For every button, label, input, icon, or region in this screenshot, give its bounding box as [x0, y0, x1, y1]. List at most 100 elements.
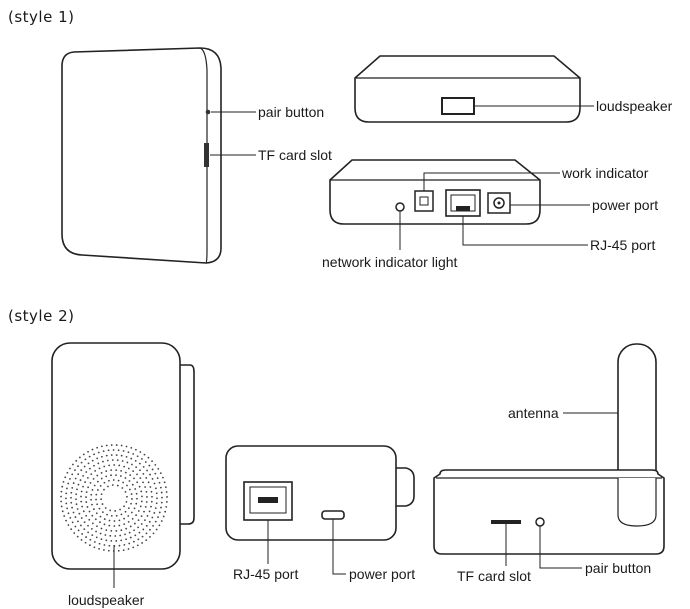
- speaker-grille-hole: [136, 473, 138, 476]
- speaker-grille-hole: [110, 444, 113, 446]
- speaker-grille-hole: [96, 480, 99, 483]
- speaker-grille-hole: [151, 460, 153, 463]
- speaker-grille-hole: [77, 473, 80, 476]
- s1-pair-button-dot: [205, 109, 211, 115]
- speaker-grille-hole: [130, 511, 133, 514]
- speaker-grille-hole: [80, 500, 83, 503]
- s1-network-indicator-light: [395, 202, 405, 212]
- speaker-grille-hole: [103, 518, 106, 520]
- speaker-grille-hole: [107, 449, 110, 452]
- speaker-grille-hole: [143, 453, 146, 456]
- speaker-grille-hole: [140, 500, 143, 503]
- speaker-grille-hole: [127, 520, 130, 523]
- speaker-grille-hole: [99, 521, 101, 524]
- speaker-grille-hole: [134, 534, 137, 537]
- speaker-grille-hole: [97, 451, 100, 454]
- speaker-grille-hole: [123, 523, 126, 525]
- speaker-grille-hole: [69, 517, 72, 519]
- speaker-grille-hole: [91, 514, 94, 517]
- speaker-grille-hole: [136, 481, 139, 484]
- speaker-grille-hole: [69, 467, 71, 470]
- s2-power-port-leader: [332, 519, 346, 575]
- speaker-grille-hole: [67, 524, 70, 526]
- speaker-grille-hole: [98, 542, 101, 545]
- speaker-grille-hole: [82, 453, 85, 456]
- speaker-grille-hole: [71, 521, 74, 524]
- speaker-grille-hole: [136, 544, 139, 547]
- speaker-grille-hole: [137, 519, 140, 521]
- speaker-grille-hole: [115, 469, 118, 471]
- speaker-grille-hole: [147, 456, 150, 459]
- speaker-grille-hole: [123, 543, 126, 546]
- s1-flat-box-front: [329, 159, 541, 225]
- speaker-grille-hole: [96, 474, 99, 477]
- speaker-grille-hole: [131, 463, 133, 466]
- speaker-grille-hole: [66, 471, 69, 474]
- speaker-grille-hole: [91, 503, 93, 506]
- speaker-grille-hole: [106, 459, 109, 462]
- speaker-grille-hole: [76, 535, 79, 538]
- speaker-grille-hole: [85, 496, 87, 498]
- speaker-grille-hole: [109, 534, 112, 537]
- s1-work-indicator-label: work indicator: [561, 165, 649, 181]
- s2-rj45-label: RJ-45 port: [233, 566, 298, 582]
- speaker-grille-hole: [140, 515, 143, 517]
- speaker-grille-hole: [67, 482, 70, 485]
- speaker-grille-hole: [118, 524, 121, 527]
- speaker-grille-hole: [144, 506, 147, 508]
- speaker-grille-hole: [96, 457, 99, 460]
- speaker-grille-hole: [156, 477, 159, 479]
- speaker-grille-hole: [89, 467, 91, 470]
- speaker-grille-hole: [142, 465, 145, 468]
- speaker-grille-hole: [119, 475, 122, 477]
- speaker-grille-hole: [93, 541, 96, 543]
- speaker-grille-hole: [165, 505, 168, 508]
- speaker-grille-hole: [80, 538, 83, 541]
- speaker-grille-hole: [134, 488, 137, 490]
- speaker-grille-hole: [159, 472, 162, 475]
- speaker-grille-hole: [120, 513, 123, 516]
- speaker-grille-hole: [140, 490, 143, 493]
- speaker-grille-hole: [111, 484, 114, 486]
- speaker-grille-hole: [162, 515, 165, 518]
- speaker-grille-hole: [88, 510, 91, 513]
- speaker-grille-hole: [151, 478, 154, 480]
- speaker-grille-hole: [108, 544, 111, 547]
- speaker-grille-hole: [82, 474, 85, 477]
- speaker-grille-hole: [127, 451, 130, 454]
- speaker-grille-hole: [110, 474, 112, 477]
- speaker-grille-hole: [104, 534, 107, 536]
- speaker-grille-hole: [157, 516, 159, 519]
- speaker-grille-hole: [133, 529, 135, 532]
- speaker-grille-hole: [148, 464, 151, 467]
- speaker-grille-hole: [72, 482, 75, 484]
- speaker-grille-hole: [91, 534, 94, 537]
- speaker-grille-hole: [136, 497, 138, 500]
- speaker-grille-hole: [72, 511, 75, 514]
- speaker-grille-hole: [128, 488, 131, 491]
- speaker-grille-hole: [160, 501, 163, 504]
- speaker-grille-hole: [113, 464, 116, 466]
- speaker-grille-hole: [71, 506, 73, 509]
- speaker-grille-hole: [110, 529, 113, 532]
- speaker-grille-hole: [155, 492, 158, 495]
- speaker-grille-hole: [120, 470, 123, 472]
- speaker-grille-hole: [65, 502, 68, 505]
- speaker-grille-hole: [130, 447, 133, 449]
- speaker-grille-hole: [147, 481, 150, 484]
- speaker-grille-hole: [102, 450, 105, 453]
- speaker-grille-hole: [122, 481, 125, 484]
- s1-loudspeaker-icon: [441, 97, 475, 115]
- speaker-grille-hole: [135, 514, 138, 517]
- speaker-grille-hole: [64, 476, 67, 479]
- s2-antenna-label: antenna: [508, 405, 559, 421]
- speaker-grille-hole: [100, 472, 103, 474]
- speaker-grille-hole: [94, 470, 97, 472]
- speaker-grille-hole: [62, 481, 65, 483]
- speaker-grille-hole: [87, 486, 90, 489]
- s2-speaker-grille: [60, 444, 168, 552]
- speaker-grille-hole: [103, 465, 106, 468]
- speaker-grille-hole: [143, 519, 146, 522]
- speaker-grille-hole: [78, 512, 81, 515]
- speaker-grille-hole: [77, 529, 80, 532]
